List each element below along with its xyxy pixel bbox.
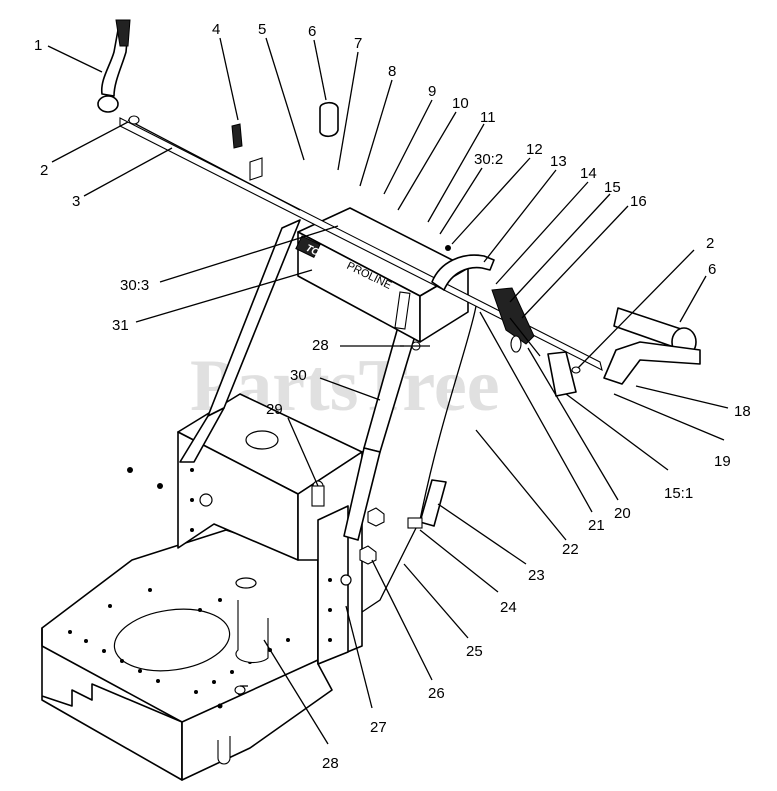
callout-10: 10 (452, 95, 469, 112)
callout-12: 12 (526, 141, 543, 158)
callout-7: 7 (354, 35, 362, 52)
base-frame (41, 393, 363, 781)
callout-20: 20 (614, 505, 631, 522)
callout-16: 16 (630, 193, 647, 210)
callout-9: 9 (428, 83, 436, 100)
callout-8: 8 (388, 63, 396, 80)
handle-assembly: TORO PROLINE (97, 19, 701, 613)
callout-labels: 1 2 3 4 5 6 7 8 9 10 11 30:2 12 13 14 15… (34, 21, 751, 772)
callout-6b: 6 (708, 261, 716, 278)
callout-28a: 28 (312, 337, 329, 354)
callout-30: 30 (290, 367, 307, 384)
callout-19: 19 (714, 453, 731, 470)
callout-15-1: 15:1 (664, 485, 693, 502)
callout-11: 11 (480, 109, 496, 126)
callout-6a: 6 (308, 23, 316, 40)
callout-23: 23 (528, 567, 545, 584)
callout-27: 27 (370, 719, 387, 736)
callout-1: 1 (34, 37, 42, 54)
callout-26: 26 (428, 685, 445, 702)
callout-22: 22 (562, 541, 579, 558)
callout-3: 3 (72, 193, 80, 210)
callout-25: 25 (466, 643, 483, 660)
callout-30-3: 30:3 (120, 277, 149, 294)
callout-18: 18 (734, 403, 751, 420)
callout-14: 14 (580, 165, 597, 182)
callout-21: 21 (588, 517, 605, 534)
callout-31: 31 (112, 317, 129, 334)
callout-29: 29 (266, 401, 283, 418)
callout-13: 13 (550, 153, 567, 170)
callout-4: 4 (212, 21, 220, 38)
callout-30-2: 30:2 (474, 151, 503, 168)
leader-lines (47, 37, 729, 745)
callout-2a: 2 (40, 162, 48, 179)
callout-5: 5 (258, 21, 266, 38)
callout-24: 24 (500, 599, 517, 616)
callout-15: 15 (604, 179, 621, 196)
callout-28b: 28 (322, 755, 339, 772)
callout-2b: 2 (706, 235, 714, 252)
